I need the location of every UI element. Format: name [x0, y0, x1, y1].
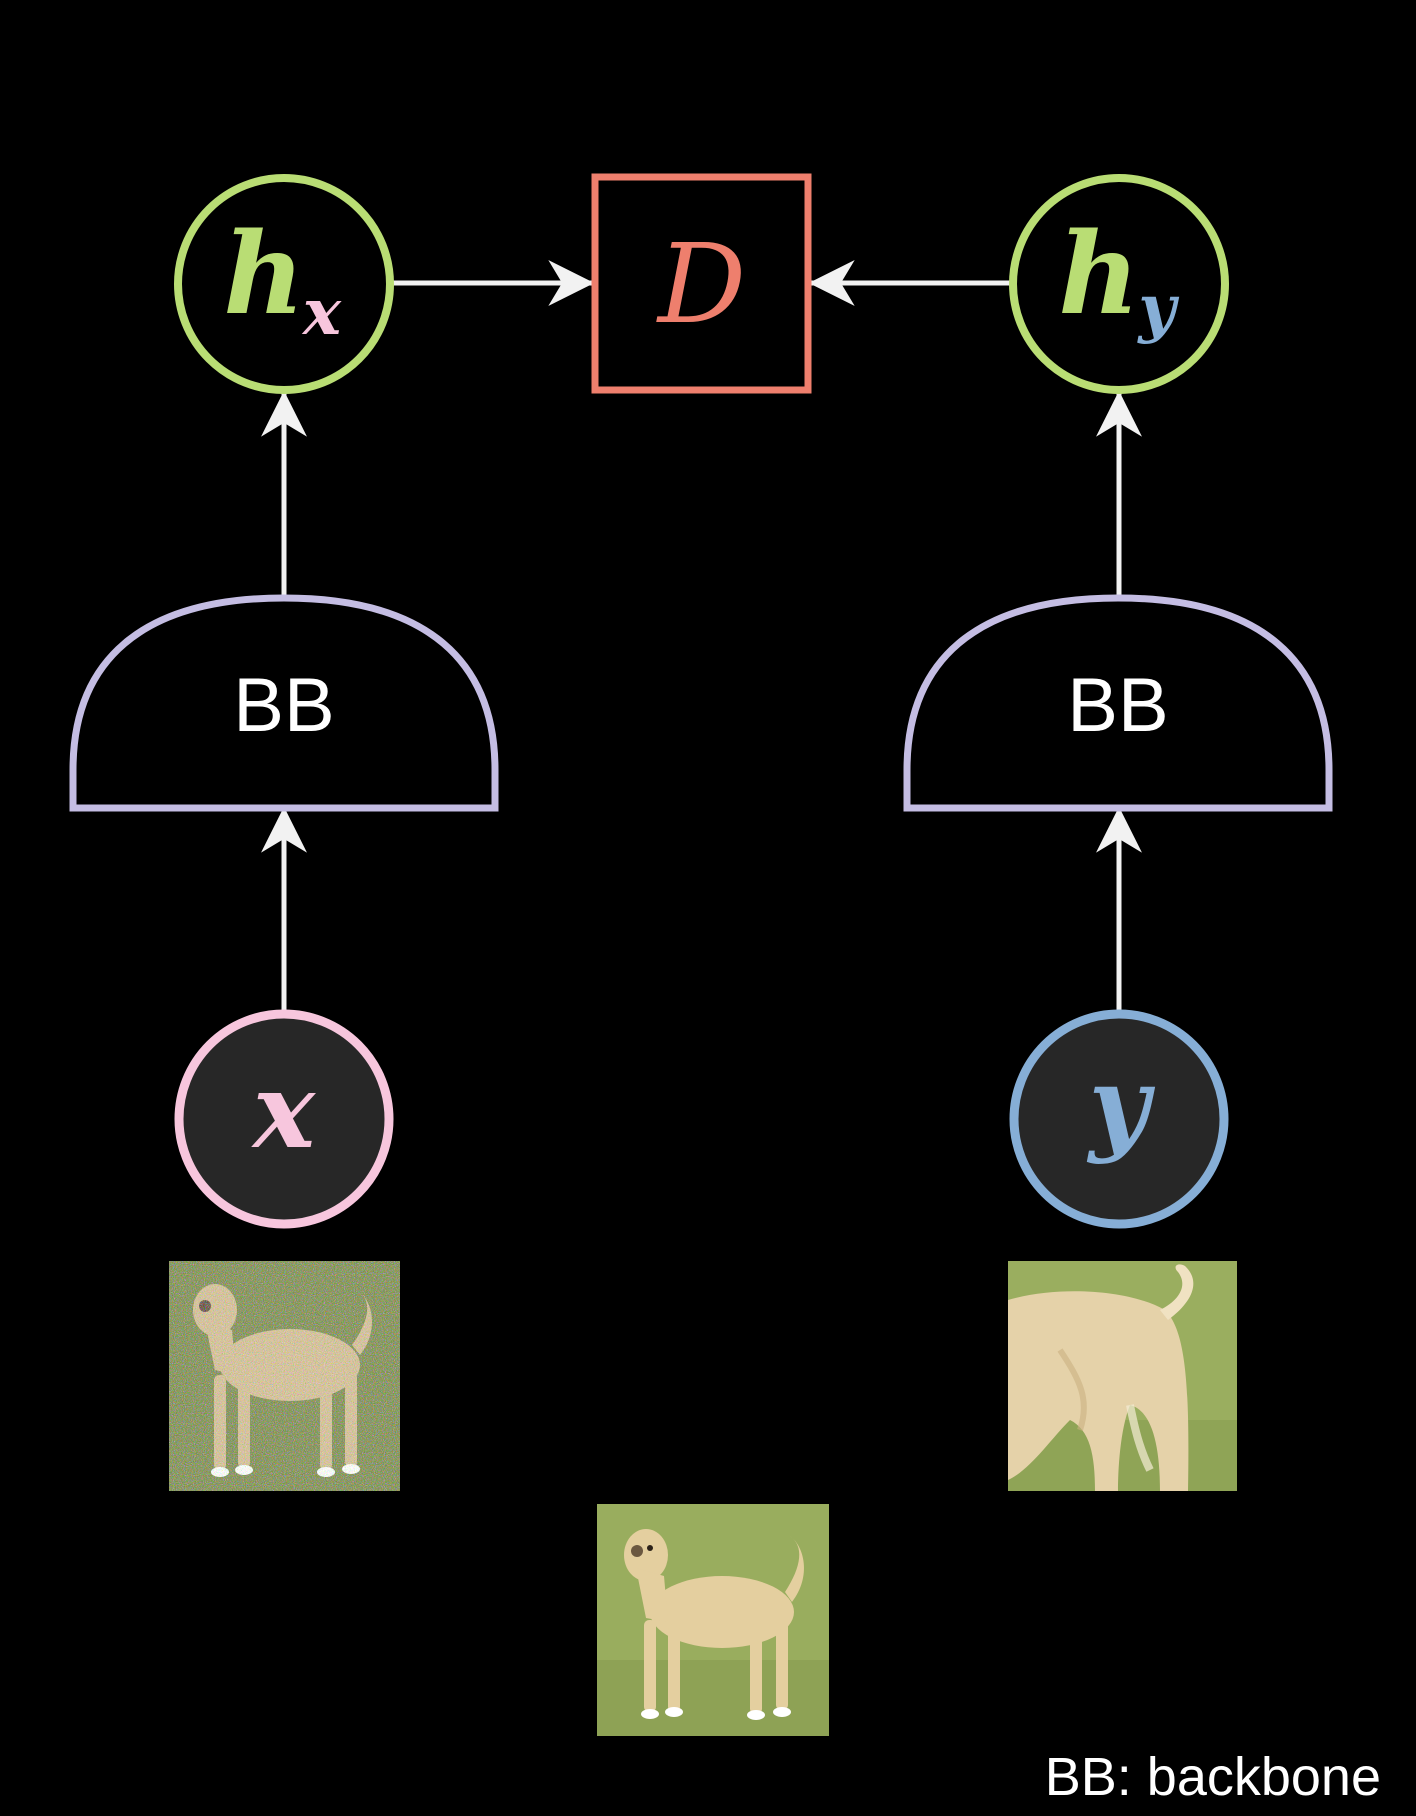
- legend-text: BB: backbone: [1045, 1747, 1381, 1807]
- backbone-left-label: BB: [233, 663, 334, 748]
- noisy-dog-photo: [169, 1261, 400, 1491]
- y-input-label: y: [1087, 1043, 1156, 1166]
- backbone-right: BB: [903, 594, 1333, 812]
- hy-node: h y: [1009, 174, 1229, 394]
- original-dog-photo: [597, 1504, 829, 1736]
- cropped-dog-photo: [1008, 1261, 1237, 1491]
- hy-subscript-label: y: [1136, 271, 1179, 346]
- y-input-node: y: [1009, 1009, 1229, 1229]
- distance-label: D: [656, 220, 746, 348]
- x-input-node: x: [174, 1009, 394, 1229]
- hx-node: h x: [174, 174, 394, 394]
- distance-node: D: [591, 173, 812, 394]
- hx-subscript-label: x: [301, 275, 342, 350]
- backbone-left: BB: [69, 594, 499, 812]
- x-input-label: x: [251, 1049, 316, 1172]
- hx-base-label: h: [223, 209, 304, 340]
- backbone-right-label: BB: [1067, 663, 1168, 748]
- hy-base-label: h: [1058, 209, 1139, 340]
